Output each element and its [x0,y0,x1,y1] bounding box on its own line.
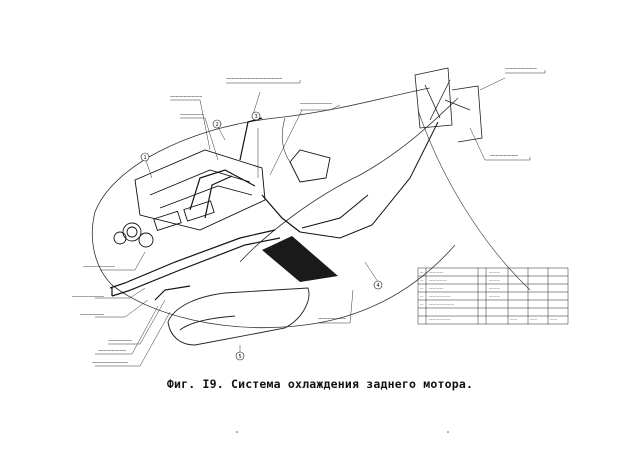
svg-text:⁓⁓⁓⁓: ⁓⁓⁓⁓ [429,287,444,291]
svg-text:⁓⁓: ⁓⁓ [550,318,558,322]
callout-numbers: 1 2 3 4 5 [144,114,380,360]
svg-text:⁓⁓⁓⁓⁓⁓⁓: ⁓⁓⁓⁓⁓⁓⁓ [318,316,346,321]
svg-text:4: 4 [377,283,380,289]
svg-text:2: 2 [216,122,219,128]
svg-text:1: 1 [144,155,147,161]
svg-text:⁓⁓⁓⁓⁓⁓⁓⁓: ⁓⁓⁓⁓⁓⁓⁓⁓ [505,66,537,71]
callout-balloons [140,111,383,361]
svg-text:⁓⁓⁓⁓⁓⁓: ⁓⁓⁓⁓⁓⁓ [180,112,204,117]
svg-text:⁓⁓⁓⁓⁓⁓⁓: ⁓⁓⁓⁓⁓⁓⁓ [429,303,455,307]
engine-block [113,149,331,248]
leader-lines [95,70,546,367]
svg-text:⁓: ⁓ [420,303,424,307]
radiator-fairing [167,287,310,346]
svg-text:⁓: ⁓ [420,271,424,275]
svg-text:⁓⁓⁓⁓⁓⁓: ⁓⁓⁓⁓⁓⁓ [80,312,104,317]
svg-text:5: 5 [239,354,242,360]
svg-text:⁓⁓⁓⁓⁓⁓⁓⁓: ⁓⁓⁓⁓⁓⁓⁓⁓ [170,94,202,99]
svg-text:⁓⁓⁓⁓⁓⁓⁓⁓⁓⁓⁓⁓⁓⁓: ⁓⁓⁓⁓⁓⁓⁓⁓⁓⁓⁓⁓⁓⁓ [226,76,282,81]
svg-text:⁓⁓⁓: ⁓⁓⁓ [489,271,500,275]
coolant-pipes [109,117,301,301]
svg-text:⁓⁓⁓⁓⁓⁓⁓⁓: ⁓⁓⁓⁓⁓⁓⁓⁓ [72,294,104,299]
parts-list-lettering: ⁓⁓⁓⁓⁓ ⁓⁓⁓⁓⁓⁓ ⁓⁓⁓⁓⁓ ⁓⁓⁓⁓⁓⁓⁓ ⁓⁓⁓⁓⁓⁓⁓⁓ ⁓⁓⁓ … [420,271,558,322]
svg-text:⁓⁓⁓: ⁓⁓⁓ [489,279,500,283]
svg-text:⁓⁓⁓⁓: ⁓⁓⁓⁓ [429,271,444,275]
svg-text:⁓⁓⁓⁓⁓⁓⁓⁓: ⁓⁓⁓⁓⁓⁓⁓⁓ [300,101,332,106]
svg-text:⁓⁓⁓⁓⁓: ⁓⁓⁓⁓⁓ [429,279,447,283]
svg-text:3: 3 [255,114,258,120]
svg-text:⁓: ⁓ [420,287,424,291]
svg-text:⁓⁓⁓: ⁓⁓⁓ [489,287,500,291]
svg-text:⁓⁓⁓⁓⁓⁓⁓: ⁓⁓⁓⁓⁓⁓⁓ [98,348,126,353]
svg-text:⁓⁓⁓: ⁓⁓⁓ [489,295,500,299]
svg-text:⁓⁓: ⁓⁓ [530,318,538,322]
figure-caption: Фиг. I9. Система охлаждения заднего мото… [166,377,474,391]
svg-text:⁓⁓⁓⁓⁓⁓: ⁓⁓⁓⁓⁓⁓ [108,338,132,343]
radiator-shutter [262,236,338,282]
svg-text:⁓⁓⁓⁓⁓⁓⁓: ⁓⁓⁓⁓⁓⁓⁓ [490,153,518,158]
tail-fin [414,67,483,143]
svg-text:⁓: ⁓ [420,295,424,299]
svg-text:⁓⁓: ⁓⁓ [510,318,518,322]
scan-marks [236,431,449,433]
svg-text:⁓⁓⁓⁓⁓⁓: ⁓⁓⁓⁓⁓⁓ [429,295,451,299]
parts-list-table [417,267,569,325]
svg-text:⁓⁓⁓⁓⁓⁓⁓⁓⁓: ⁓⁓⁓⁓⁓⁓⁓⁓⁓ [92,360,128,365]
svg-text:⁓⁓⁓⁓⁓⁓: ⁓⁓⁓⁓⁓⁓ [429,318,451,322]
svg-text:⁓⁓⁓⁓⁓⁓⁓⁓: ⁓⁓⁓⁓⁓⁓⁓⁓ [83,264,115,269]
svg-text:⁓: ⁓ [420,279,424,283]
annotation-lettering: ⁓⁓⁓⁓⁓⁓⁓⁓ ⁓⁓⁓⁓⁓⁓⁓⁓ ⁓⁓⁓⁓⁓⁓ ⁓⁓⁓⁓⁓⁓ ⁓⁓⁓⁓⁓⁓⁓ … [72,66,537,365]
fuselage-outline [91,87,531,328]
control-cable [299,121,439,239]
